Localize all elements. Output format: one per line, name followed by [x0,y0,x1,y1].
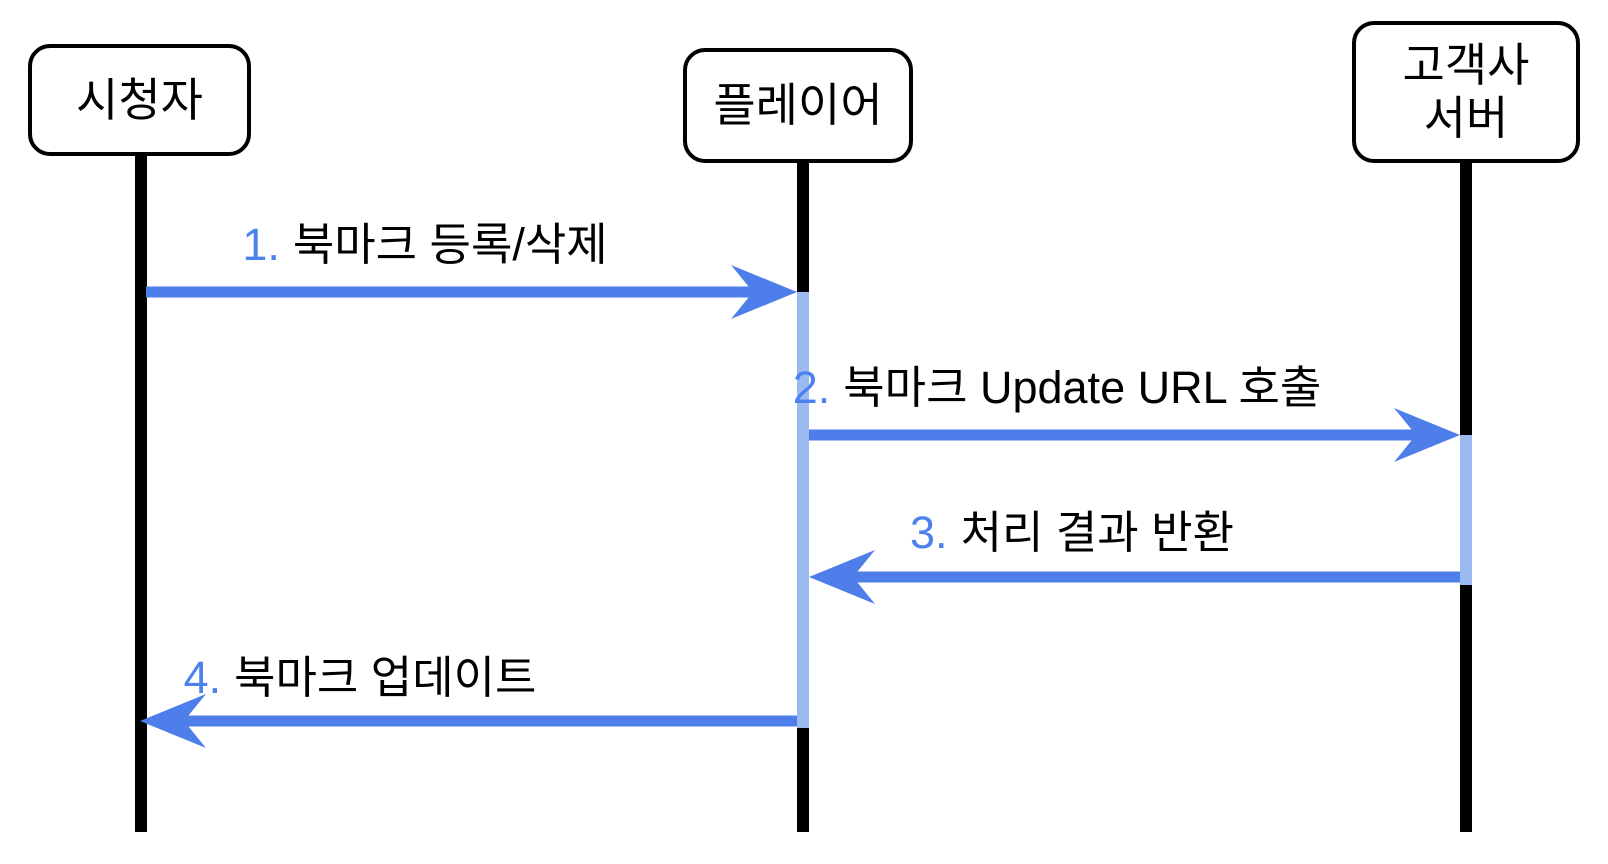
activation-bar-customer-server [1460,435,1472,585]
message-2-text: 북마크 Update URL 호출 [843,362,1322,413]
message-2-number: 2. [792,362,831,413]
message-1-number: 1. [242,219,280,270]
actor-label-customer-server: 고객사 서버 [1402,39,1530,144]
message-3-number: 3. [910,507,948,558]
message-4-number: 4. [183,652,222,703]
message-arrow-2 [809,408,1460,462]
lifeline-viewer [135,154,147,832]
message-1-text: 북마크 등록/삭제 [292,219,608,270]
arrowhead-right-icon [731,265,797,319]
message-arrow-1 [146,265,797,319]
message-arrow-4 [140,694,797,748]
message-1-label: 1.북마크 등록/삭제 [242,208,607,273]
actor-label-player: 플레이어 [713,79,883,132]
actor-box-customer-server: 고객사 서버 [1352,21,1580,163]
message-4-text: 북마크 업데이트 [234,652,537,703]
message-3-label: 3.처리 결과 반환 [910,496,1234,561]
message-arrow-3 [809,550,1460,604]
arrowhead-left-icon [809,550,875,604]
message-2-label: 2.북마크 Update URL 호출 [793,351,1322,416]
message-3-text: 처리 결과 반환 [960,507,1234,558]
arrowhead-left-icon [140,694,206,748]
arrowhead-right-icon [1394,408,1460,462]
message-4-label: 4.북마크 업데이트 [184,641,537,706]
activation-bar-player [797,292,809,728]
actor-label-viewer: 시청자 [76,73,203,126]
actor-box-player: 플레이어 [683,48,913,163]
actor-box-viewer: 시청자 [28,44,251,156]
